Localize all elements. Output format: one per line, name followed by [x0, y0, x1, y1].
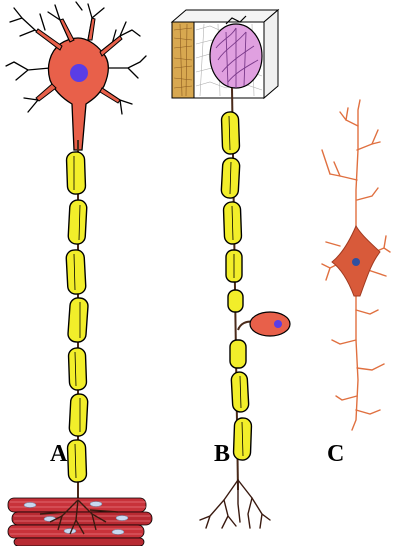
neuron-c	[322, 100, 390, 430]
neuron-c-nucleus	[352, 258, 360, 266]
neuron-b-myelin-sheath	[221, 112, 252, 461]
neuron-b-axon-terminals	[200, 480, 270, 528]
neuron-a-nucleus	[70, 64, 88, 82]
neuron-a	[6, 2, 152, 546]
label-b: B	[214, 441, 230, 467]
neuron-b-soma	[250, 312, 290, 336]
label-a: A	[50, 441, 68, 467]
neuron-a-myelin-sheath	[66, 152, 89, 483]
neuron-a-soma	[48, 38, 108, 150]
label-c: C	[327, 441, 344, 467]
muscle-fibers	[8, 498, 152, 546]
neuron-b-nucleus	[274, 320, 282, 328]
neuron-b	[172, 10, 290, 528]
